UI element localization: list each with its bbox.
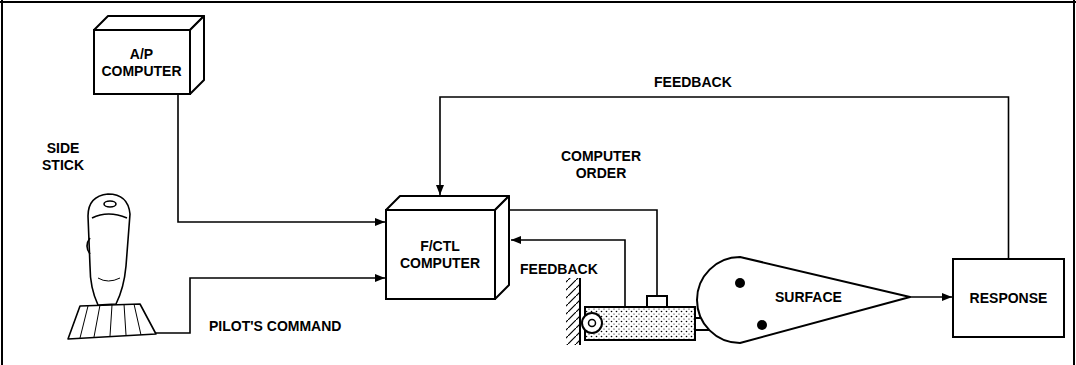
grip-line (98, 278, 120, 281)
computer-box: F/CTL COMPUTER (385, 195, 510, 300)
side-stick: SIDE STICK (28, 138, 163, 345)
signal-line (910, 296, 952, 298)
actuator-eye (582, 313, 602, 333)
box-side (495, 196, 509, 299)
surface-shape (697, 257, 910, 343)
stick-button (104, 201, 116, 207)
boot-pleat (134, 304, 141, 335)
wall (579, 275, 581, 345)
box-top (94, 16, 204, 30)
frame-line (1, 0, 3, 365)
computer-box: A/P COMPUTER (93, 15, 205, 95)
node-label: RESPONSE (970, 290, 1048, 307)
frame-line (0, 1, 1076, 3)
edge-label: FEEDBACK (652, 74, 734, 91)
hinge-point (735, 278, 745, 288)
boot-pleat (110, 305, 112, 336)
servo-valve (647, 296, 667, 307)
stick-grip (88, 194, 130, 305)
actuator-attach-point (757, 320, 767, 330)
wall-hatch (566, 275, 580, 345)
node-label: SIDE STICK (30, 140, 96, 174)
signal-label: COMPUTER ORDER (553, 148, 649, 182)
signal-label: FEEDBACK (518, 261, 600, 278)
boot-pleat (94, 305, 100, 337)
box-front (94, 30, 190, 94)
signal-line (440, 97, 1009, 258)
node-label: A/P COMPUTER (99, 46, 184, 80)
signal-line (178, 95, 385, 222)
box-border (953, 259, 1064, 337)
response-box: RESPONSE (952, 258, 1065, 338)
order-wire (510, 210, 657, 296)
box-top (386, 196, 509, 210)
box-side (190, 16, 204, 94)
stick-boot (68, 304, 156, 339)
node-label: F/CTL COMPUTER (391, 238, 489, 272)
grip-line (92, 214, 127, 218)
frame-line (1073, 0, 1075, 365)
control-surface: SURFACE (695, 255, 910, 345)
stick-trigger (87, 238, 90, 254)
box-front (386, 210, 495, 299)
node-label: SURFACE (775, 289, 842, 306)
edge-label: PILOT'S COMMAND (207, 318, 343, 335)
actuator-pin (589, 320, 596, 327)
boot-pleat (124, 304, 126, 335)
boot-pleat (80, 306, 88, 338)
